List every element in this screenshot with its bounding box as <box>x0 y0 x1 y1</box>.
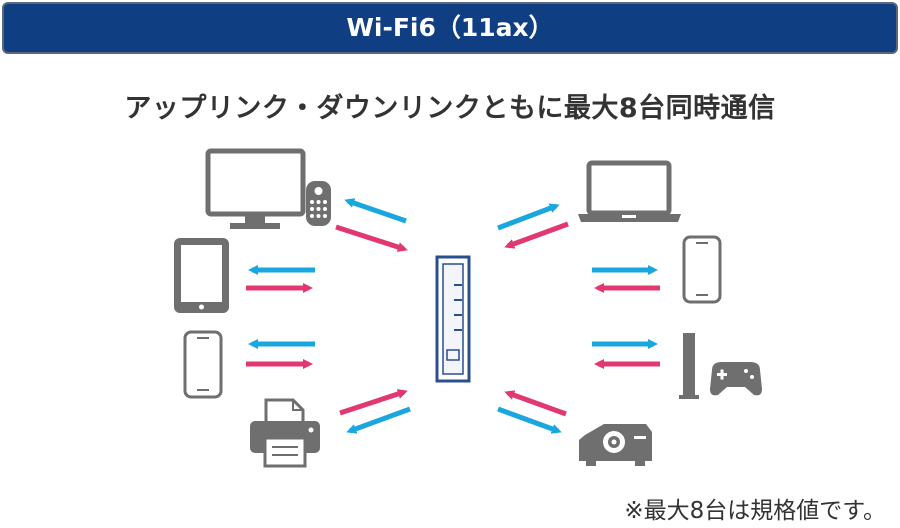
downlink-arrow <box>504 221 569 249</box>
footnote: ※最大8台は規格値です。 <box>624 498 886 524</box>
printer-icon <box>250 398 320 468</box>
downlink-arrow <box>339 389 408 416</box>
banner-title: Wi-Fi6（11ax） <box>346 13 554 42</box>
projector-icon <box>579 424 652 466</box>
game-console-icon <box>679 333 762 399</box>
page-subtitle: アップリンク・ダウンリンクともに最大8台同時通信 <box>124 93 776 124</box>
uplink-arrow <box>346 406 411 434</box>
laptop-icon <box>578 160 681 222</box>
downlink-arrow <box>335 224 408 252</box>
smartphone-icon <box>682 235 722 304</box>
uplink-arrow <box>497 203 560 231</box>
remote-control-icon <box>306 181 331 226</box>
uplink-arrow <box>497 406 562 434</box>
smartphone-icon <box>183 330 223 399</box>
desktop-monitor-icon <box>205 148 306 229</box>
tablet-icon <box>174 238 229 313</box>
downlink-arrow <box>504 390 567 417</box>
uplink-arrow <box>344 198 407 224</box>
wifi-router-icon <box>435 255 471 383</box>
title-banner: Wi-Fi6（11ax） <box>2 2 898 54</box>
